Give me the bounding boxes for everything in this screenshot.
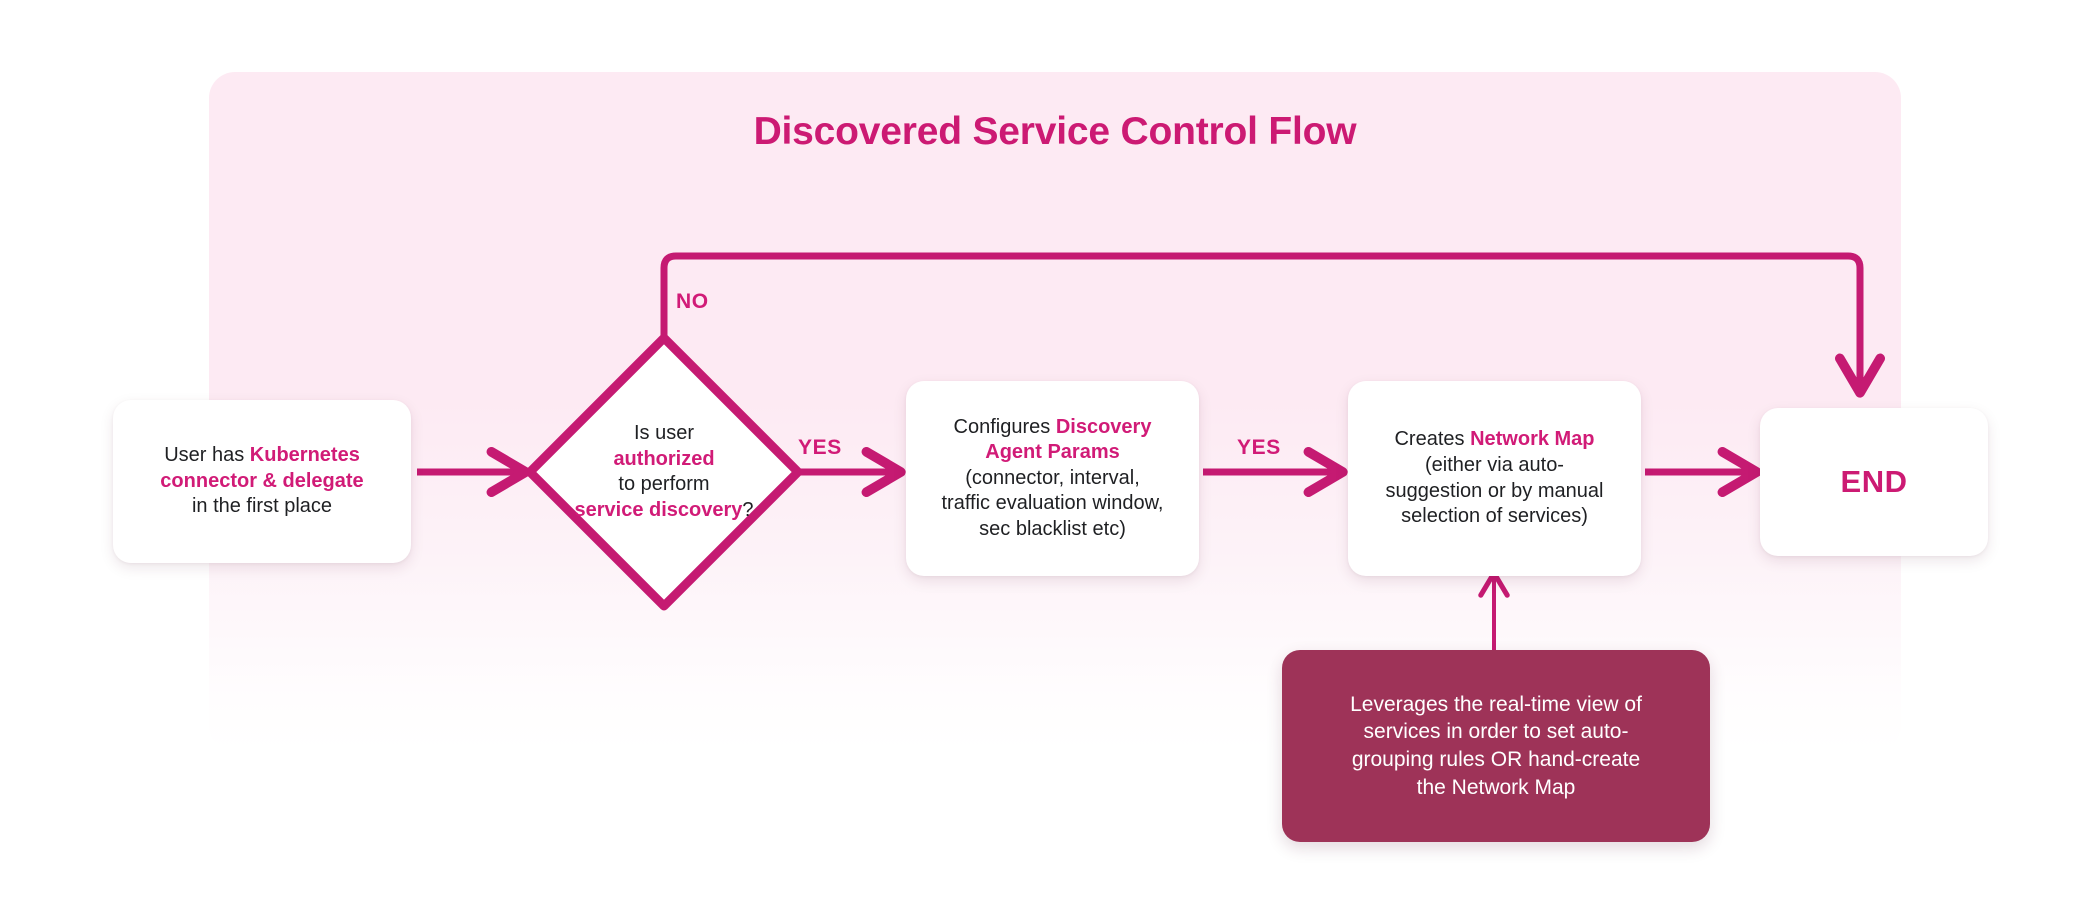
node-decision-is-user-authorized[interactable]: Is user authorized to perform service di…	[524, 332, 804, 612]
edge-label-yes-2: YES	[1237, 436, 1281, 459]
node-note-text: Leverages the real-time view of services…	[1350, 691, 1642, 802]
node-note-line2: services in order to set auto-	[1363, 720, 1629, 744]
node-decision-line4-suffix: ?	[742, 498, 754, 521]
node-note-leverages-real-time-view[interactable]: Leverages the real-time view of services…	[1282, 650, 1710, 842]
node-end[interactable]: END	[1760, 408, 1988, 556]
node-end-label: END	[1840, 464, 1908, 500]
node-start-text: User has Kubernetes connector & delegate…	[127, 443, 397, 520]
node-start-line2-highlight: connector & delegate	[160, 469, 364, 492]
node-config-line1-highlight: Discovery	[1055, 415, 1152, 438]
node-config-line2-highlight: Agent Params	[985, 441, 1120, 464]
node-note-line3: grouping rules OR hand-create	[1351, 748, 1641, 771]
node-config-line3: (connector, interval,	[965, 466, 1140, 489]
node-decision-line2-highlight: authorized	[613, 447, 715, 470]
node-netmap-line1-plain: Creates	[1394, 428, 1471, 451]
node-decision-line3: to perform	[618, 473, 710, 495]
node-start-line1-plain: User has	[164, 444, 250, 467]
node-config-line5: sec blacklist etc)	[979, 517, 1126, 540]
node-start-line3: in the first place	[191, 495, 333, 518]
node-config-line1-plain: Configures	[953, 415, 1056, 438]
node-config-text: Configures Discovery Agent Params (conne…	[920, 415, 1185, 543]
node-netmap-line4: selection of services)	[1401, 505, 1588, 528]
node-creates-network-map[interactable]: Creates Network Map (either via auto- su…	[1348, 381, 1641, 576]
edge-label-yes-1: YES	[798, 436, 842, 459]
node-netmap-text: Creates Network Map (either via auto- su…	[1362, 427, 1627, 529]
node-decision-line1: Is user	[633, 421, 695, 444]
node-netmap-line1-highlight: Network Map	[1470, 428, 1595, 451]
node-netmap-line2: (either via auto-	[1425, 453, 1564, 476]
page-title: Discovered Service Control Flow	[753, 110, 1357, 153]
node-start-line1-highlight: Kubernetes	[249, 444, 360, 467]
node-decision-line4-highlight: service discovery	[574, 498, 743, 521]
node-config-line4: traffic evaluation window,	[941, 492, 1164, 515]
node-note-line1: Leverages the real-time view of	[1350, 692, 1642, 716]
node-configures-discovery-agent-params[interactable]: Configures Discovery Agent Params (conne…	[906, 381, 1199, 576]
node-start-user-has-connector[interactable]: User has Kubernetes connector & delegate…	[113, 400, 411, 563]
node-note-line4: the Network Map	[1416, 775, 1576, 799]
node-decision-text: Is user authorized to perform service di…	[560, 421, 768, 523]
node-netmap-line3: suggestion or by manual	[1385, 479, 1604, 502]
edge-label-no: NO	[676, 290, 709, 313]
